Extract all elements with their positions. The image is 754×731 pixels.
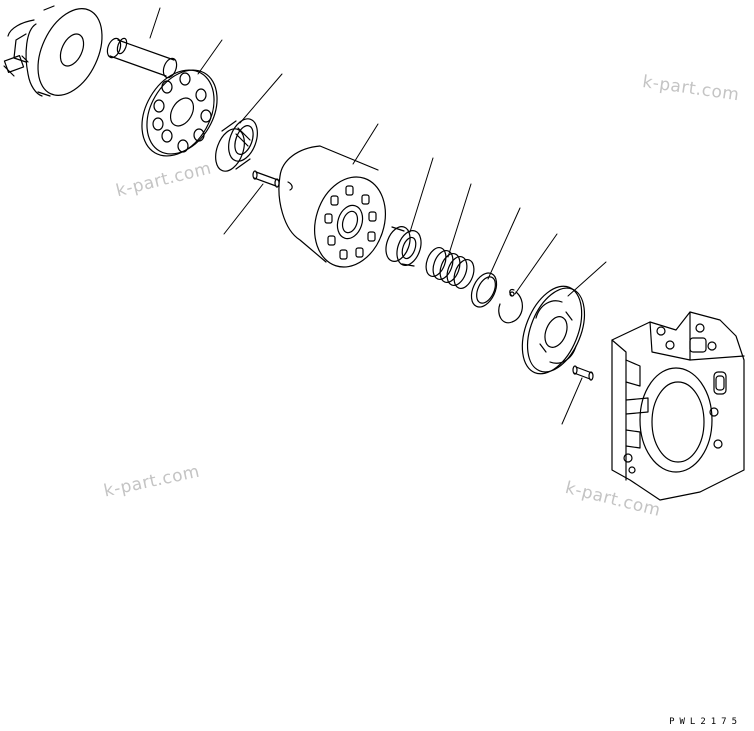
housing [612, 312, 744, 500]
retainer-plate [127, 57, 231, 169]
snap-ring [499, 289, 523, 322]
small-pin-left [253, 171, 292, 190]
spherical-bushing [210, 115, 262, 175]
valve-plate [511, 278, 596, 383]
swash-plate [4, 0, 115, 106]
small-pin-right [573, 366, 593, 380]
drawing-code: PWL2175 [669, 717, 742, 727]
bushing [382, 223, 426, 268]
cylinder-block [279, 146, 397, 276]
shaft-pin [105, 37, 179, 80]
leader-lines [150, 8, 606, 424]
washer [466, 269, 501, 311]
spring [422, 245, 477, 291]
